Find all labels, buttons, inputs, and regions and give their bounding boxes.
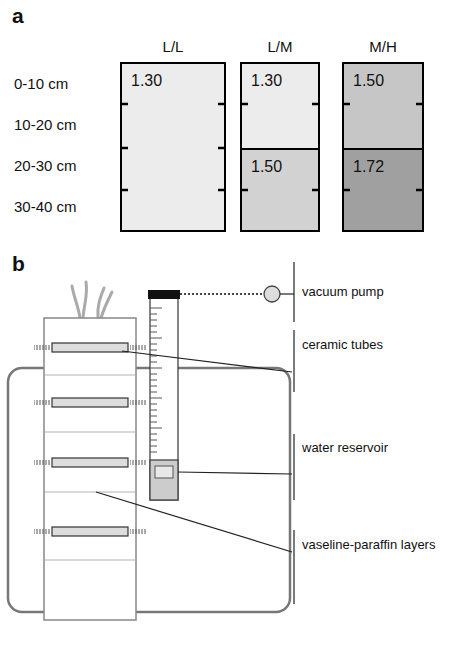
soil-layer: 1.72 [342, 148, 424, 232]
bulk-density-value: 1.30 [242, 64, 282, 90]
bulk-density-value: 1.50 [344, 64, 384, 90]
bulk-density-value: 1.30 [122, 64, 162, 90]
callout-label: vacuum pump [302, 284, 384, 299]
soil-layer: 1.30 [240, 62, 320, 150]
soil-layer: 1.30 [120, 62, 226, 232]
vacuum-pump-symbol [264, 286, 280, 302]
vacuum-hose [180, 293, 263, 295]
depth-label: 0-10 cm [14, 75, 68, 92]
callout-label: water reservoir [302, 440, 388, 455]
paraffin-layers [45, 375, 135, 560]
bulk-density-value: 1.72 [344, 150, 384, 176]
column-header: L/M [267, 38, 292, 55]
burette [148, 290, 180, 500]
plant-shoots [72, 282, 112, 318]
depth-label: 20-30 cm [14, 157, 77, 174]
panel-letter: a [12, 4, 24, 28]
depth-label: 30-40 cm [14, 198, 77, 215]
column-header: L/L [163, 38, 184, 55]
depth-label: 10-20 cm [14, 116, 77, 133]
soil-column [44, 318, 136, 620]
callout-label: ceramic tubes [302, 337, 383, 352]
ceramic-tubes [34, 343, 146, 536]
soil-layer: 1.50 [240, 148, 320, 232]
column-header: M/H [369, 38, 397, 55]
panel-letter: b [12, 252, 25, 276]
soil-layer: 1.50 [342, 62, 424, 150]
bulk-density-value: 1.50 [242, 150, 282, 176]
leader-lines [96, 262, 294, 604]
callout-label: vaseline-paraffin layers [302, 537, 435, 552]
